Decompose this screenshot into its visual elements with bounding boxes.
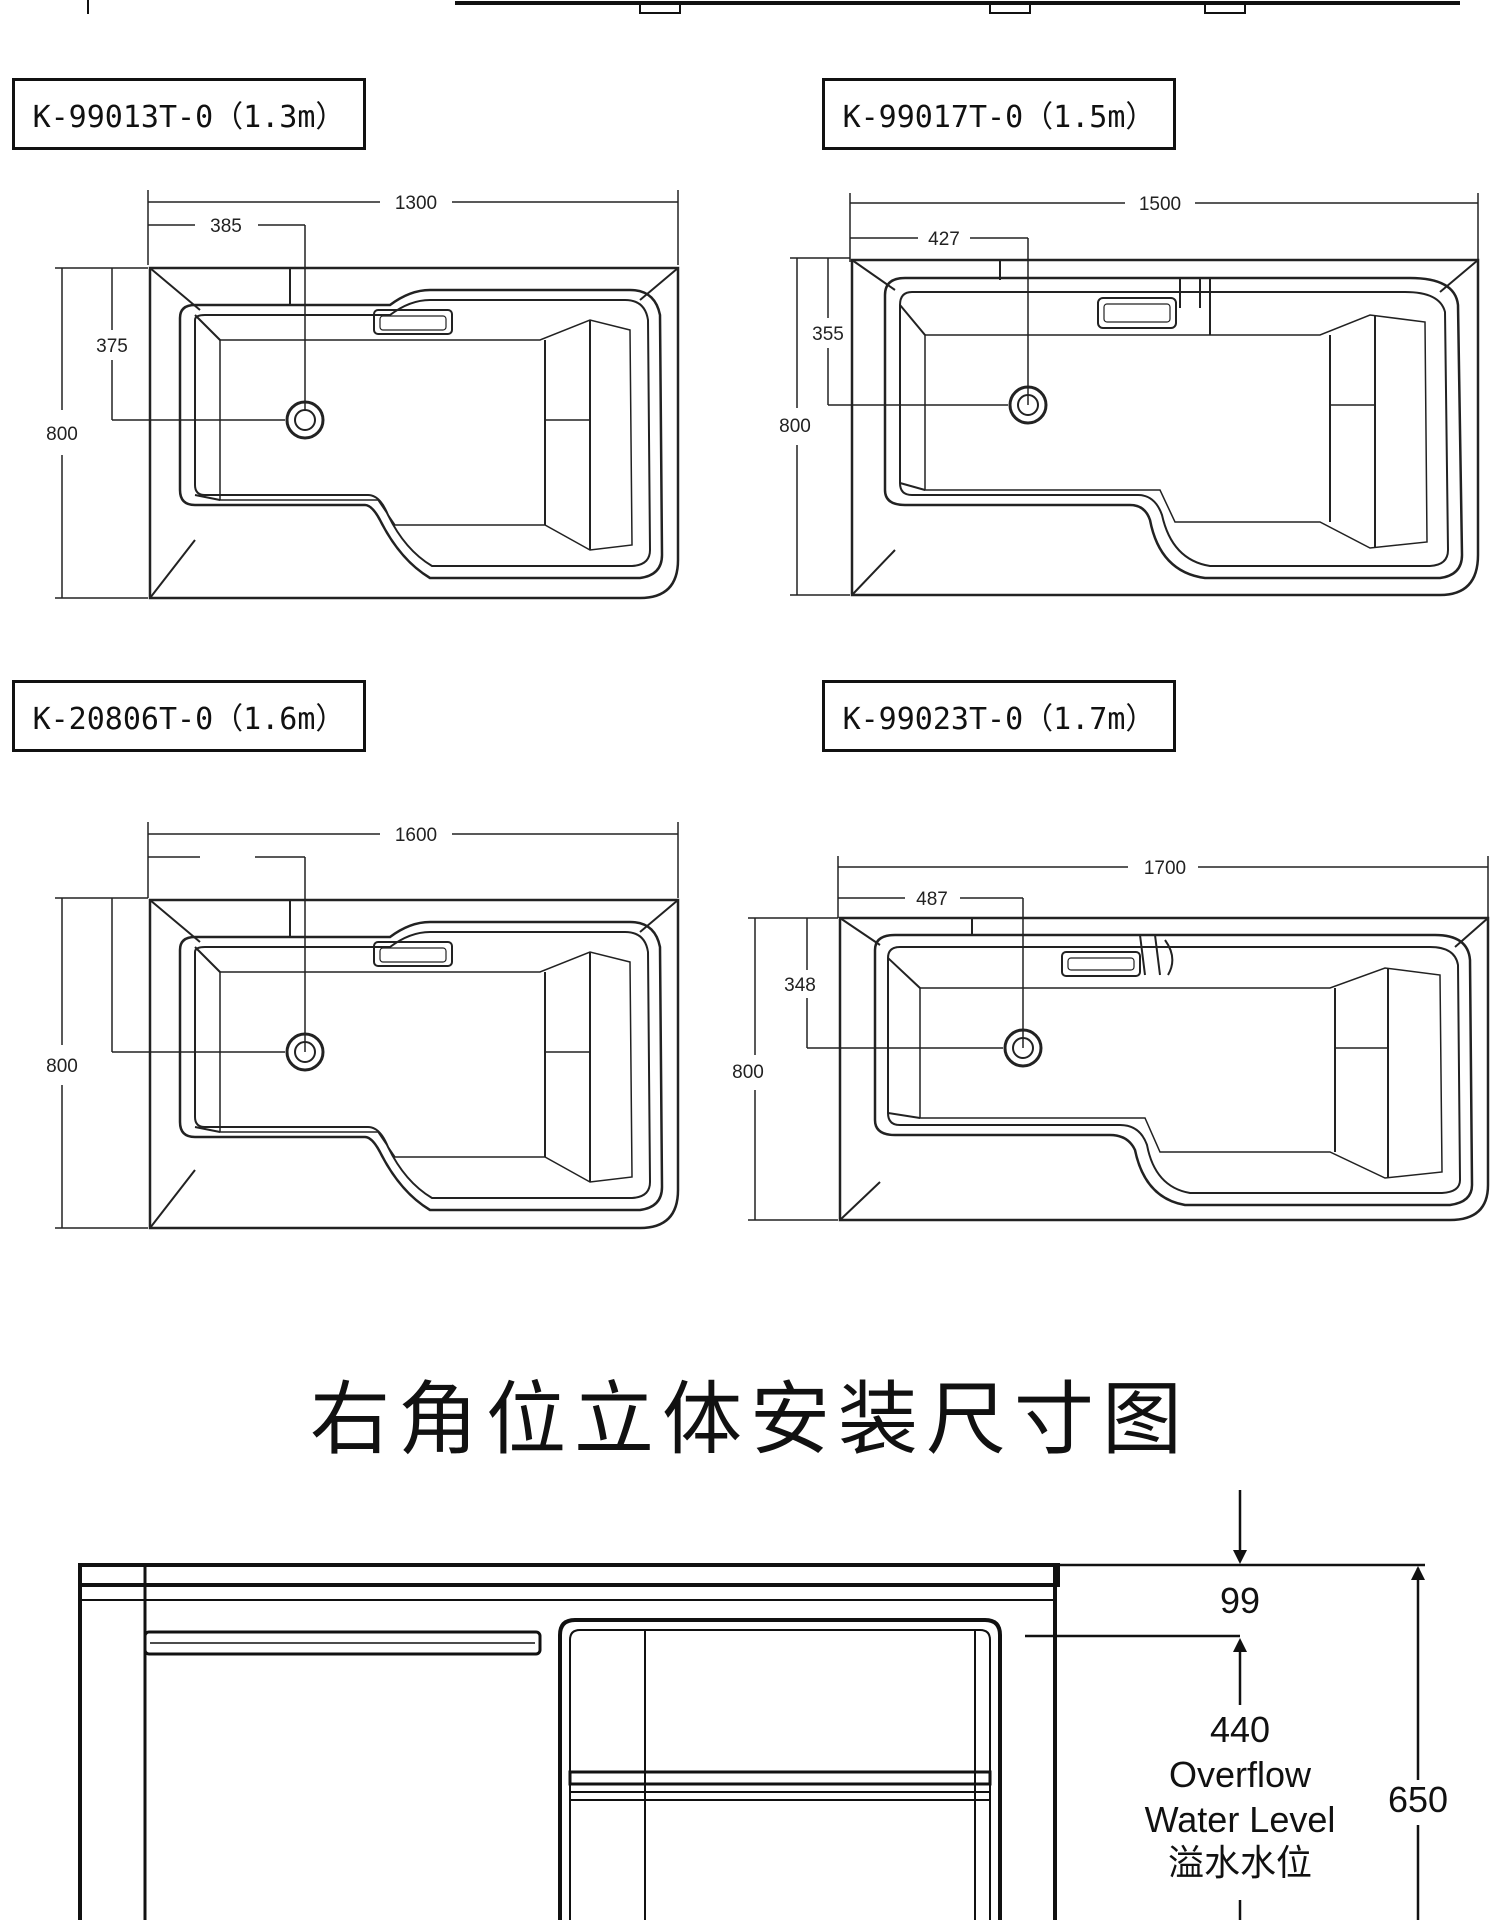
- dim-width-2: 800: [779, 416, 811, 437]
- dim-length-2: 1500: [1139, 194, 1181, 215]
- previous-drawing-remnant: [87, 0, 1460, 14]
- total-height-value: 650: [1388, 1779, 1448, 1820]
- section-title: 右角位立体安装尺寸图: [310, 1373, 1190, 1466]
- dim-drain-offset-2: 427: [928, 229, 960, 250]
- overflow-height-value: 440: [1210, 1709, 1270, 1750]
- overflow-label-cn: 溢水水位: [1168, 1843, 1312, 1884]
- dim-length-1: 1300: [395, 193, 437, 214]
- model-label-3: K-20806T-0（1.6m）: [12, 680, 366, 752]
- dim-length-4: 1700: [1144, 858, 1186, 879]
- dim-width-3: 800: [46, 1056, 78, 1077]
- dim-width-4: 800: [732, 1062, 764, 1083]
- model-label-4: K-99023T-0（1.7m）: [822, 680, 1176, 752]
- side-elevation-view: 99 440 Overflow Water Level 溢水水位 650: [78, 1490, 1448, 1920]
- dim-drain-offset-4: 487: [916, 889, 948, 910]
- dim-drain-offset-1: 385: [210, 216, 242, 237]
- dim-drain-depth-1: 375: [96, 336, 128, 357]
- overflow-label-line2: Water Level: [1145, 1799, 1336, 1840]
- model-label-1: K-99013T-0（1.3m）: [12, 78, 366, 150]
- rim-height-value: 99: [1220, 1580, 1260, 1621]
- overflow-label-line1: Overflow: [1169, 1754, 1312, 1795]
- model-label-2: K-99017T-0（1.5m）: [822, 78, 1176, 150]
- dim-drain-depth-4: 348: [784, 975, 816, 996]
- dim-length-3: 1600: [395, 825, 437, 846]
- dim-width-1: 800: [46, 424, 78, 445]
- dim-drain-depth-2: 355: [812, 324, 844, 345]
